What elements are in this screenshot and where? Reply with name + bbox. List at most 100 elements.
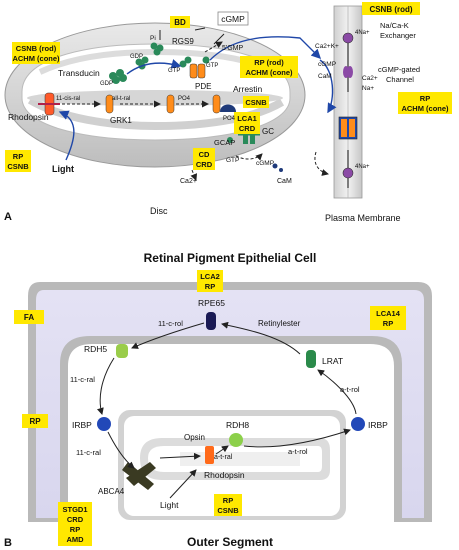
svg-text:Ca2+K+: Ca2+K+ (315, 43, 339, 50)
svg-text:5'GMP: 5'GMP (222, 45, 244, 52)
rdh5-molecule (116, 344, 128, 358)
tag-rp-csnb-b (214, 494, 242, 516)
tag-csnb-rod-top (362, 2, 420, 15)
arrestin-shape (220, 104, 236, 112)
svg-text:RP: RP (420, 94, 430, 103)
cam-dots (272, 163, 283, 172)
rpe65-molecule (206, 312, 216, 330)
svg-text:Na+: Na+ (362, 85, 374, 92)
svg-text:PO4: PO4 (178, 96, 191, 102)
svg-text:a-t-rol: a-t-rol (288, 447, 308, 456)
cgmp-top-box (217, 11, 249, 26)
svg-text:ACHM (cone): ACHM (cone) (401, 104, 449, 113)
cgmp-top-label: cGMP (221, 14, 245, 24)
svg-text:STGD1: STGD1 (62, 505, 87, 514)
svg-text:RP (rod): RP (rod) (254, 58, 284, 67)
svg-text:CSNB: CSNB (217, 506, 239, 515)
svg-text:LCA14: LCA14 (376, 309, 401, 318)
labels-b: RPE65 Retinylester 11-c-rol RDH5 LRAT 11… (70, 298, 388, 510)
svg-text:RP: RP (70, 525, 80, 534)
tag-csnb-achm (12, 42, 60, 64)
panel-letter-b: B (4, 537, 12, 549)
svg-text:Rhodopsin: Rhodopsin (8, 112, 49, 122)
svg-text:cGMP: cGMP (256, 160, 274, 167)
tag-lca1-crd (234, 112, 260, 134)
svg-text:4Na+: 4Na+ (355, 30, 370, 36)
panel-a: cGMP CSNB (rod) CSNB (rod) ACHM (cone) B… (4, 2, 452, 223)
svg-text:LCA1: LCA1 (237, 114, 257, 123)
svg-text:Exchanger: Exchanger (380, 31, 416, 40)
panel-b: Retinal Pigment Epithelial Cell (4, 251, 432, 549)
svg-text:GTP: GTP (226, 157, 239, 164)
svg-text:RGS9: RGS9 (172, 37, 194, 46)
disc (4, 22, 306, 168)
svg-text:CaM: CaM (318, 73, 332, 80)
tag-lca2-rp (197, 270, 223, 292)
svg-text:Ca2+: Ca2+ (362, 75, 378, 82)
labels-a: Transducin RGS9 GDP GDP Pi 5'GMP PDE GTP… (8, 21, 420, 185)
svg-text:AMD: AMD (66, 535, 84, 544)
svg-text:RPE65: RPE65 (198, 298, 225, 308)
tag-stgd1 (58, 502, 92, 546)
tag-lca14-rp (370, 306, 406, 330)
arrows-b (96, 321, 357, 499)
svg-text:LCA2: LCA2 (200, 272, 220, 281)
rdh8-molecule (229, 433, 243, 447)
svg-text:CaM: CaM (277, 178, 292, 185)
svg-text:11-c-rol: 11-c-rol (158, 319, 183, 328)
tag-rp-b (22, 414, 48, 428)
svg-text:CRD: CRD (67, 515, 84, 524)
svg-text:Na/Ca-K: Na/Ca-K (380, 21, 409, 30)
tag-rp-achm-top (240, 56, 298, 78)
svg-text:Transducin: Transducin (58, 68, 100, 78)
svg-text:CSNB: CSNB (7, 162, 29, 171)
lrat-molecule (306, 350, 316, 368)
svg-text:Pi: Pi (150, 35, 156, 42)
abca4-molecule (122, 462, 156, 490)
svg-text:GTP: GTP (206, 63, 218, 69)
transducin-complex (109, 69, 127, 84)
exchanger-top (342, 32, 354, 92)
svg-text:Opsin: Opsin (184, 433, 205, 442)
rpe-title: Retinal Pigment Epithelial Cell (144, 251, 317, 265)
svg-text:GRK1: GRK1 (110, 116, 132, 125)
svg-text:RP: RP (205, 282, 215, 291)
svg-text:Light: Light (160, 500, 179, 510)
tags-b: LCA2 RP FA LCA14 RP RP RP CSNB STGD1 CRD… (14, 270, 406, 546)
svg-text:Ca2+: Ca2+ (180, 178, 197, 185)
svg-text:all-t-ral: all-t-ral (112, 96, 130, 102)
panel-letter-a: A (4, 211, 12, 223)
svg-text:cGMP: cGMP (318, 61, 336, 68)
svg-text:LRAT: LRAT (322, 356, 343, 366)
gdp-complex (135, 56, 149, 70)
svg-text:IRBP: IRBP (72, 420, 92, 430)
disc-label: Disc (150, 206, 168, 216)
svg-text:CRD: CRD (196, 160, 213, 169)
svg-text:IRBP: IRBP (368, 420, 388, 430)
svg-text:CSNB (rod): CSNB (rod) (16, 44, 57, 53)
tag-rp-csnb-a (5, 150, 31, 172)
svg-text:a-t-ral: a-t-ral (214, 454, 233, 461)
svg-text:CD: CD (199, 150, 210, 159)
plasma-membrane-label: Plasma Membrane (325, 213, 401, 223)
svg-text:BD: BD (174, 18, 186, 27)
svg-text:GCAP: GCAP (214, 138, 235, 147)
svg-text:FA: FA (24, 313, 34, 322)
irbp-right-molecule (351, 417, 365, 431)
svg-text:CSNB: CSNB (245, 98, 267, 107)
os-disc-core (180, 452, 300, 466)
rgs9-complex (150, 42, 164, 56)
exchanger-bottom (342, 150, 354, 188)
tags-a: CSNB (rod) CSNB (rod) ACHM (cone) BD RP … (5, 2, 452, 172)
svg-text:RP: RP (223, 496, 233, 505)
rpe-cell-outline (28, 282, 432, 522)
rhodopsin-os-molecule (205, 446, 214, 464)
svg-text:ACHM (cone): ACHM (cone) (12, 54, 60, 63)
svg-text:Arrestin: Arrestin (233, 84, 263, 94)
svg-text:GC: GC (262, 127, 274, 136)
cgmp-gated-channel (338, 116, 358, 140)
svg-text:PO4: PO4 (223, 116, 236, 122)
svg-text:RP: RP (13, 152, 23, 161)
svg-text:11-cis-ral: 11-cis-ral (56, 96, 80, 102)
grk1-molecules (105, 94, 221, 114)
